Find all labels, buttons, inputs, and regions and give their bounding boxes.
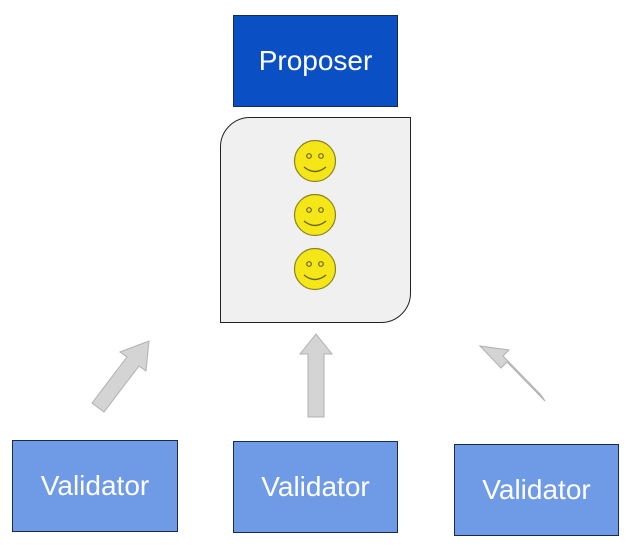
smiley-face-icon: [293, 247, 337, 291]
validator-label: Validator: [40, 470, 150, 501]
validator-box-middle: Validator: [233, 441, 398, 533]
validator-box-left: Validator: [12, 440, 178, 532]
proposer-box: Proposer: [233, 15, 398, 107]
validator-label: Validator: [482, 474, 591, 505]
validator-box-right: Validator: [454, 444, 619, 536]
smiley-face-icon: [293, 193, 337, 237]
smiley-face-icon: [293, 139, 337, 183]
arrow-up-left-icon: [478, 345, 546, 402]
arrow-up-right-icon: [91, 340, 150, 413]
proposer-label: Proposer: [258, 45, 373, 76]
arrow-up-icon: [298, 333, 334, 418]
validator-label: Validator: [261, 471, 370, 502]
